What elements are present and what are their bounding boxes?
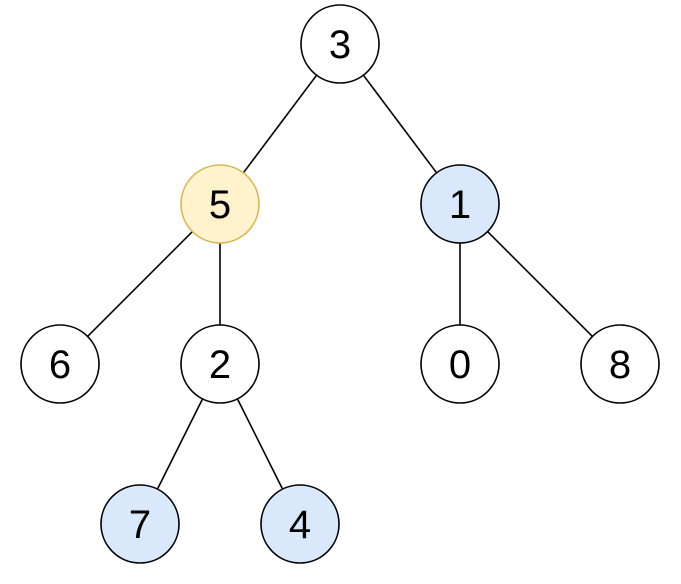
edge-n3-n5 [242,74,318,174]
node-label: 7 [129,503,151,547]
tree-node-1: 1 [420,164,500,244]
tree-node-0: 0 [420,324,500,404]
edge-n2-n4 [236,398,284,490]
node-circle [580,324,660,404]
node-circle [420,324,500,404]
node-circle [100,484,180,564]
node-label: 3 [329,23,351,67]
node-circle [420,164,500,244]
node-circle [260,484,340,564]
tree-node-3: 3 [300,4,380,84]
node-label: 6 [49,343,71,387]
tree-node-8: 8 [580,324,660,404]
node-label: 4 [289,503,311,547]
node-circle [300,4,380,84]
node-circle [180,164,260,244]
edge-n1-n8 [487,231,593,337]
node-circle [180,324,260,404]
node-circle [20,324,100,404]
node-label: 0 [449,343,471,387]
edge-n2-n7 [156,398,204,490]
edge-n5-n6 [87,231,193,337]
edge-n3-n1 [362,74,438,174]
node-label: 2 [209,343,231,387]
node-label: 5 [209,183,231,227]
tree-nodes: 3 5 1 6 2 0 8 7 4 [20,4,660,564]
tree-node-7: 7 [100,484,180,564]
tree-node-5: 5 [180,164,260,244]
tree-node-4: 4 [260,484,340,564]
tree-node-2: 2 [180,324,260,404]
tree-edges [87,74,593,490]
node-label: 1 [449,183,471,227]
tree-node-6: 6 [20,324,100,404]
node-label: 8 [609,343,631,387]
